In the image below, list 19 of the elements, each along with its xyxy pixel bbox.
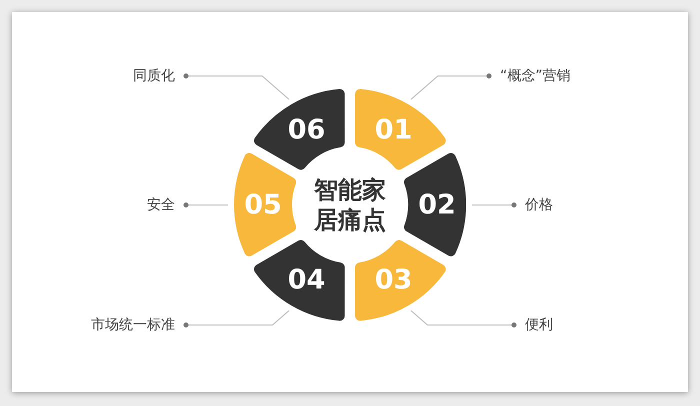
leader-line <box>184 202 228 208</box>
segment-number: 04 <box>288 266 326 294</box>
segment-number: 01 <box>374 116 412 144</box>
callout-label: 安全 <box>147 198 175 212</box>
callout-label: 价格 <box>525 198 553 212</box>
callout-label: 同质化 <box>133 69 175 83</box>
callout-label: 便利 <box>525 318 553 332</box>
segment-number: 03 <box>374 266 412 294</box>
segment-number: 05 <box>244 191 282 218</box>
leader-line <box>184 74 290 100</box>
callout-label: “概念”营销 <box>500 69 571 83</box>
leader-line <box>410 74 492 100</box>
segment-number: 06 <box>288 116 326 144</box>
leader-line <box>472 202 516 208</box>
center-title: 智能家居痛点 <box>310 175 390 235</box>
segment-number: 02 <box>418 191 456 218</box>
callout-label: 市场统一标准 <box>91 318 175 332</box>
leader-line <box>410 310 516 328</box>
leader-line <box>184 310 290 328</box>
